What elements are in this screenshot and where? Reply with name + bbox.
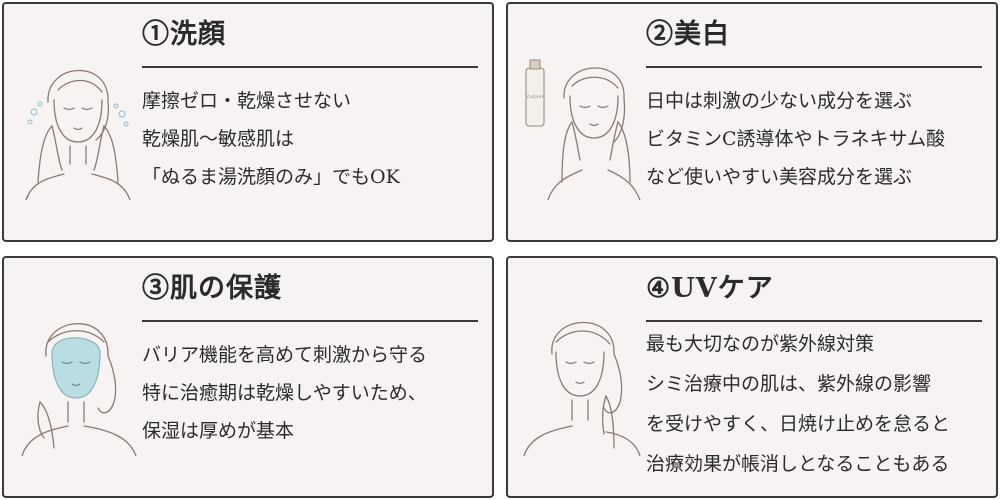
card-body: 最も大切なのが紫外線対策 シミ治療中の肌は、紫外線の影響 を受けやすく、日焼け止… (646, 324, 990, 484)
card-face-wash: ①洗顔 摩擦ゼロ・乾燥させない 乾燥肌〜敏感肌は 「ぬるま湯洗顔のみ」でもOK (2, 2, 494, 242)
body-line: 「ぬるま湯洗顔のみ」でもOK (142, 166, 400, 188)
body-line: 治療効果が帳消しとなることもある (646, 453, 950, 475)
sheet-mask (51, 337, 101, 399)
card-title: ③肌の保護 (142, 273, 282, 304)
body-line: 日中は刺激の少ない成分を選ぶ (646, 90, 913, 112)
title-divider (142, 66, 478, 68)
body-line: 特に治癒期は乾燥しやすいため、 (142, 382, 427, 404)
title-divider (142, 320, 478, 322)
title-divider (646, 320, 982, 322)
card-body: バリア機能を高めて刺激から守る 特に治癒期は乾燥しやすいため、 保湿は厚めが基本 (142, 336, 486, 450)
card-body: 摩擦ゼロ・乾燥させない 乾燥肌〜敏感肌は 「ぬるま湯洗顔のみ」でもOK (142, 82, 486, 196)
body-line: ビタミンC誘導体やトラネキサム酸 (646, 128, 946, 150)
card-title: ②美白 (646, 19, 730, 50)
woman-sheet-mask-icon (21, 323, 137, 456)
body-line: を受けやすく、日焼け止めを怠ると (646, 413, 951, 435)
body-line: 乾燥肌〜敏感肌は (142, 128, 295, 150)
body-line: 保湿は厚めが基本 (142, 420, 295, 442)
bottle-label: Lotion (526, 94, 543, 100)
card-skin-protection: ③肌の保護 バリア機能を高めて刺激から守る 特に治癒期は乾燥しやすいため、 保湿… (2, 256, 494, 498)
body-line: バリア機能を高めて刺激から守る (142, 344, 428, 366)
card-title: ④UVケア (646, 273, 774, 304)
card-uv-care: ④UVケア 最も大切なのが紫外線対策 シミ治療中の肌は、紫外線の影響 を受けやす… (506, 256, 998, 498)
title-divider (646, 66, 982, 68)
card-title: ①洗顔 (142, 19, 226, 50)
lotion-bottle-icon: Lotion (525, 59, 545, 127)
body-line: 最も大切なのが紫外線対策 (646, 333, 875, 355)
card-whitening: Lotion ②美白 日中は刺激の少ない成分を選ぶ ビタミンC誘導体やトラネキサ… (506, 2, 998, 242)
woman-with-lotion-icon: Lotion (525, 59, 641, 200)
woman-touching-cheek-icon (523, 321, 641, 456)
body-line: など使いやすい美容成分を選ぶ (646, 166, 913, 188)
woman-washing-face-icon (25, 69, 131, 200)
body-line: 摩擦ゼロ・乾燥させない (142, 90, 352, 112)
body-line: シミ治療中の肌は、紫外線の影響 (646, 373, 932, 395)
card-body: 日中は刺激の少ない成分を選ぶ ビタミンC誘導体やトラネキサム酸 など使いやすい美… (646, 82, 990, 196)
